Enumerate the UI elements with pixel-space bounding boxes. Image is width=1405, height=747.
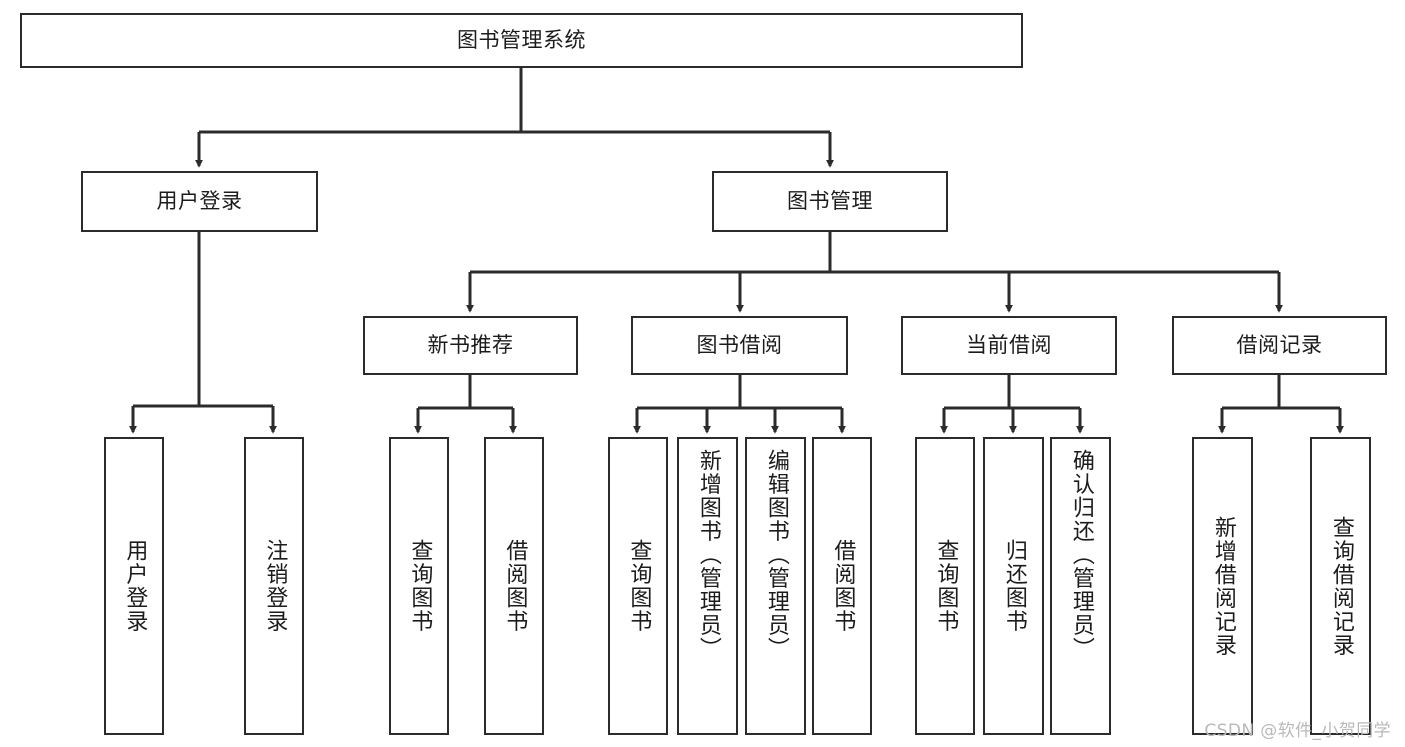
node-leaf-query-borrow-record[interactable]: 查询借阅记录 — [1310, 437, 1371, 735]
node-book-borrow[interactable]: 图书借阅 — [631, 316, 848, 375]
node-leaf-query-book-borrow-label: 查询图书 — [626, 539, 652, 633]
node-book-management[interactable]: 图书管理 — [712, 171, 948, 232]
node-leaf-edit-book-admin[interactable]: 编辑图书（管理员） — [745, 437, 806, 735]
node-leaf-query-book-current-label: 查询图书 — [933, 539, 959, 633]
node-current-borrow[interactable]: 当前借阅 — [901, 316, 1117, 375]
node-borrow-record-label: 借阅记录 — [1236, 333, 1323, 358]
node-new-book-recommend[interactable]: 新书推荐 — [363, 316, 578, 375]
node-leaf-add-borrow-record-label: 新增借阅记录 — [1210, 515, 1236, 657]
node-leaf-return-book[interactable]: 归还图书 — [983, 437, 1044, 735]
node-leaf-logout-label: 注销登录 — [262, 539, 288, 633]
node-leaf-confirm-return-admin[interactable]: 确认归还（管理员） — [1050, 437, 1111, 735]
node-leaf-add-book-admin[interactable]: 新增图书（管理员） — [677, 437, 738, 735]
node-leaf-borrow-book-recommend[interactable]: 借阅图书 — [484, 437, 544, 735]
node-leaf-add-book-admin-label: 新增图书（管理员） — [695, 449, 721, 661]
node-leaf-user-login-label: 用户登录 — [122, 539, 148, 633]
node-leaf-borrow-book-label: 借阅图书 — [830, 539, 856, 633]
node-user-login[interactable]: 用户登录 — [81, 171, 318, 232]
node-leaf-edit-book-admin-label: 编辑图书（管理员） — [763, 449, 789, 661]
node-current-borrow-label: 当前借阅 — [966, 333, 1052, 358]
node-leaf-add-borrow-record[interactable]: 新增借阅记录 — [1192, 437, 1253, 735]
node-leaf-query-book-borrow[interactable]: 查询图书 — [608, 437, 668, 735]
node-leaf-query-book-recommend[interactable]: 查询图书 — [389, 437, 449, 735]
node-book-borrow-label: 图书借阅 — [696, 333, 783, 358]
node-borrow-record[interactable]: 借阅记录 — [1172, 316, 1387, 375]
node-leaf-return-book-label: 归还图书 — [1001, 539, 1027, 633]
node-leaf-borrow-book-recommend-label: 借阅图书 — [502, 539, 528, 633]
node-root-system-label: 图书管理系统 — [457, 28, 586, 53]
node-leaf-query-book-recommend-label: 查询图书 — [407, 539, 433, 633]
csdn-watermark: CSDN @软件_小贺同学 — [1204, 721, 1391, 741]
node-leaf-query-borrow-record-label: 查询借阅记录 — [1328, 515, 1354, 657]
node-leaf-borrow-book[interactable]: 借阅图书 — [812, 437, 872, 735]
node-root-system[interactable]: 图书管理系统 — [20, 13, 1023, 68]
node-leaf-query-book-current[interactable]: 查询图书 — [915, 437, 975, 735]
node-book-management-label: 图书管理 — [787, 189, 873, 214]
node-leaf-user-login[interactable]: 用户登录 — [104, 437, 164, 735]
node-leaf-logout[interactable]: 注销登录 — [244, 437, 304, 735]
node-leaf-confirm-return-admin-label: 确认归还（管理员） — [1068, 449, 1094, 661]
node-new-book-recommend-label: 新书推荐 — [427, 333, 514, 358]
node-user-login-label: 用户登录 — [156, 189, 243, 214]
